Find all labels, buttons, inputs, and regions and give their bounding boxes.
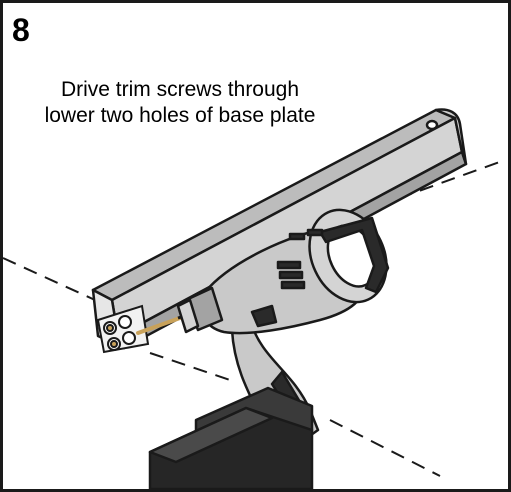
battery xyxy=(148,386,314,491)
instruction-line-1: Drive trim screws through xyxy=(60,78,300,101)
instruction-line-2: lower two holes of base plate xyxy=(44,104,316,127)
instruction-caption: Drive trim screws through lower two hole… xyxy=(30,77,330,129)
step-number: 8 xyxy=(12,12,30,48)
base-plate xyxy=(96,304,150,354)
